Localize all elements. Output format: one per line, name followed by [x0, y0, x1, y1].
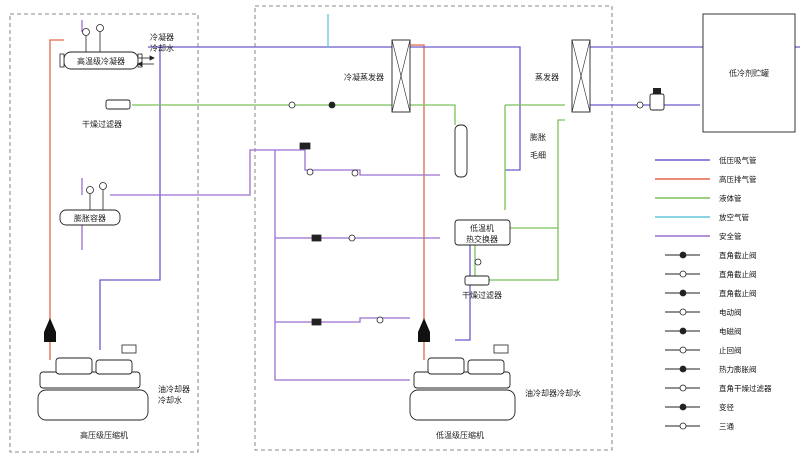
- condenser-evaporator: 冷凝蒸发器: [344, 39, 411, 113]
- inline-valves: [288, 101, 644, 326]
- legend-item-solenoid-valve: 电磁阀: [665, 326, 742, 336]
- legend-item-line-low-suction: 低压吸气管: [655, 155, 757, 165]
- hx-label-2: 热交换器: [466, 234, 498, 244]
- legend-item-tee: 三通: [665, 421, 734, 431]
- legend-label: 放空气管: [719, 212, 749, 222]
- thermal-expansion-valve-icon: [679, 365, 687, 373]
- hp-condenser-gauges: [82, 24, 104, 52]
- inline-stop-valve-icon: [679, 289, 687, 297]
- capillary-label-1: 膨胀: [530, 132, 546, 142]
- hp-compressor-label: 高压级压缩机: [80, 430, 128, 440]
- legend-label: 止回阀: [719, 345, 742, 355]
- legend-label: 热力膨胀阀: [719, 364, 757, 374]
- lp-compressor: 油冷却器冷却水 低温级压缩机: [409, 318, 581, 440]
- legend-label: 直角截止阀: [719, 288, 757, 298]
- capillary-coils: 膨胀 毛细: [530, 132, 546, 160]
- angle-stop-valve-icon: [679, 251, 687, 259]
- tee-icon: [679, 422, 687, 430]
- lp-dryer-filter: 干燥过滤器: [462, 275, 502, 300]
- safety-pipes: [81, 20, 440, 381]
- motor-valve-icon: [679, 308, 687, 316]
- legend: 低压吸气管高压排气管液体管放空气管安全管直角截止阀直角截止阀直角截止阀电动阀电磁…: [655, 155, 772, 431]
- legend-label: 直角截止阀: [719, 269, 757, 279]
- cooling-water-arrows: [137, 55, 155, 67]
- legend-item-angle-dryer-filter: 直角干燥过滤器: [665, 383, 772, 393]
- legend-label: 三通: [719, 421, 734, 431]
- legend-label: 电动阀: [719, 307, 742, 317]
- condenser-water-label-1: 冷凝器: [150, 32, 174, 42]
- hp-condenser-label: 高温级冷凝器: [77, 56, 125, 66]
- pump: [649, 88, 665, 111]
- hp-dryer-filter: 干燥过滤器: [82, 99, 131, 129]
- condenser-water-label-2: 冷却水: [150, 43, 174, 53]
- expansion-vessel-label: 膨胀容器: [74, 213, 106, 223]
- storage-label: 低冷剂贮罐: [729, 68, 769, 78]
- legend-item-line-high-discharge: 高压排气管: [655, 174, 757, 184]
- reducer-icon: [679, 403, 687, 411]
- evaporator: 蒸发器: [535, 39, 591, 113]
- legend-label: 电磁阀: [719, 326, 742, 336]
- legend-item-reducer: 变径: [665, 402, 734, 412]
- hp-dryer-label: 干燥过滤器: [82, 119, 122, 129]
- legend-item-inline-stop-valve: 直角截止阀: [665, 288, 757, 298]
- liquid-receiver: [454, 124, 468, 178]
- capillary-label-2: 毛细: [530, 150, 546, 160]
- legend-item-motor-valve: 电动阀: [665, 307, 742, 317]
- legend-label: 液体管: [719, 193, 742, 203]
- angle-dryer-filter-icon: [679, 384, 687, 392]
- legend-label: 高压排气管: [719, 174, 757, 184]
- lp-compressor-label: 低温级压缩机: [436, 430, 484, 440]
- evaporator-label: 蒸发器: [535, 72, 559, 82]
- legend-item-line-vent: 放空气管: [655, 212, 749, 222]
- high-discharge-pipes: [49, 39, 425, 360]
- solenoid-valve-icon: [679, 327, 687, 335]
- lp-oil-cooler-label: 油冷却器冷却水: [525, 388, 581, 398]
- legend-label: 变径: [719, 402, 734, 412]
- legend-item-angle-stop-valve-2: 直角截止阀: [665, 269, 757, 279]
- legend-item-angle-stop-valve: 直角截止阀: [665, 250, 757, 260]
- legend-label: 低压吸气管: [719, 155, 757, 165]
- legend-item-thermal-expansion-valve: 热力膨胀阀: [665, 364, 757, 374]
- low-temp-hx: 低温机 热交换器: [454, 219, 511, 246]
- hp-oil-cooler-label-1: 油冷却器: [158, 384, 190, 394]
- lp-stage-boundary: [254, 5, 613, 451]
- legend-item-check-valve: 止回阀: [665, 345, 742, 355]
- hp-condenser: 高温级冷凝器: [59, 51, 143, 70]
- cond-evap-label: 冷凝蒸发器: [344, 72, 384, 82]
- legend-label: 安全管: [719, 231, 742, 241]
- legend-item-line-safety: 安全管: [655, 231, 742, 241]
- legend-item-line-liquid: 液体管: [655, 193, 742, 203]
- hx-label-1: 低温机: [470, 223, 494, 233]
- hp-stage-boundary: [9, 13, 199, 453]
- legend-label: 直角干燥过滤器: [719, 383, 772, 393]
- check-valve-icon: [679, 346, 687, 354]
- lp-dryer-label: 干燥过滤器: [462, 290, 502, 300]
- legend-label: 直角截止阀: [719, 250, 757, 260]
- hp-compressor: 油冷却器 冷却水 高压级压缩机: [37, 318, 190, 440]
- expansion-vessel: 膨胀容器: [59, 182, 121, 226]
- liquid-pipes: [132, 104, 565, 281]
- low-temp-storage: 低冷剂贮罐: [702, 13, 796, 133]
- hp-oil-cooler-label-2: 冷却水: [158, 395, 182, 405]
- angle-stop-valve-2-icon: [679, 270, 687, 278]
